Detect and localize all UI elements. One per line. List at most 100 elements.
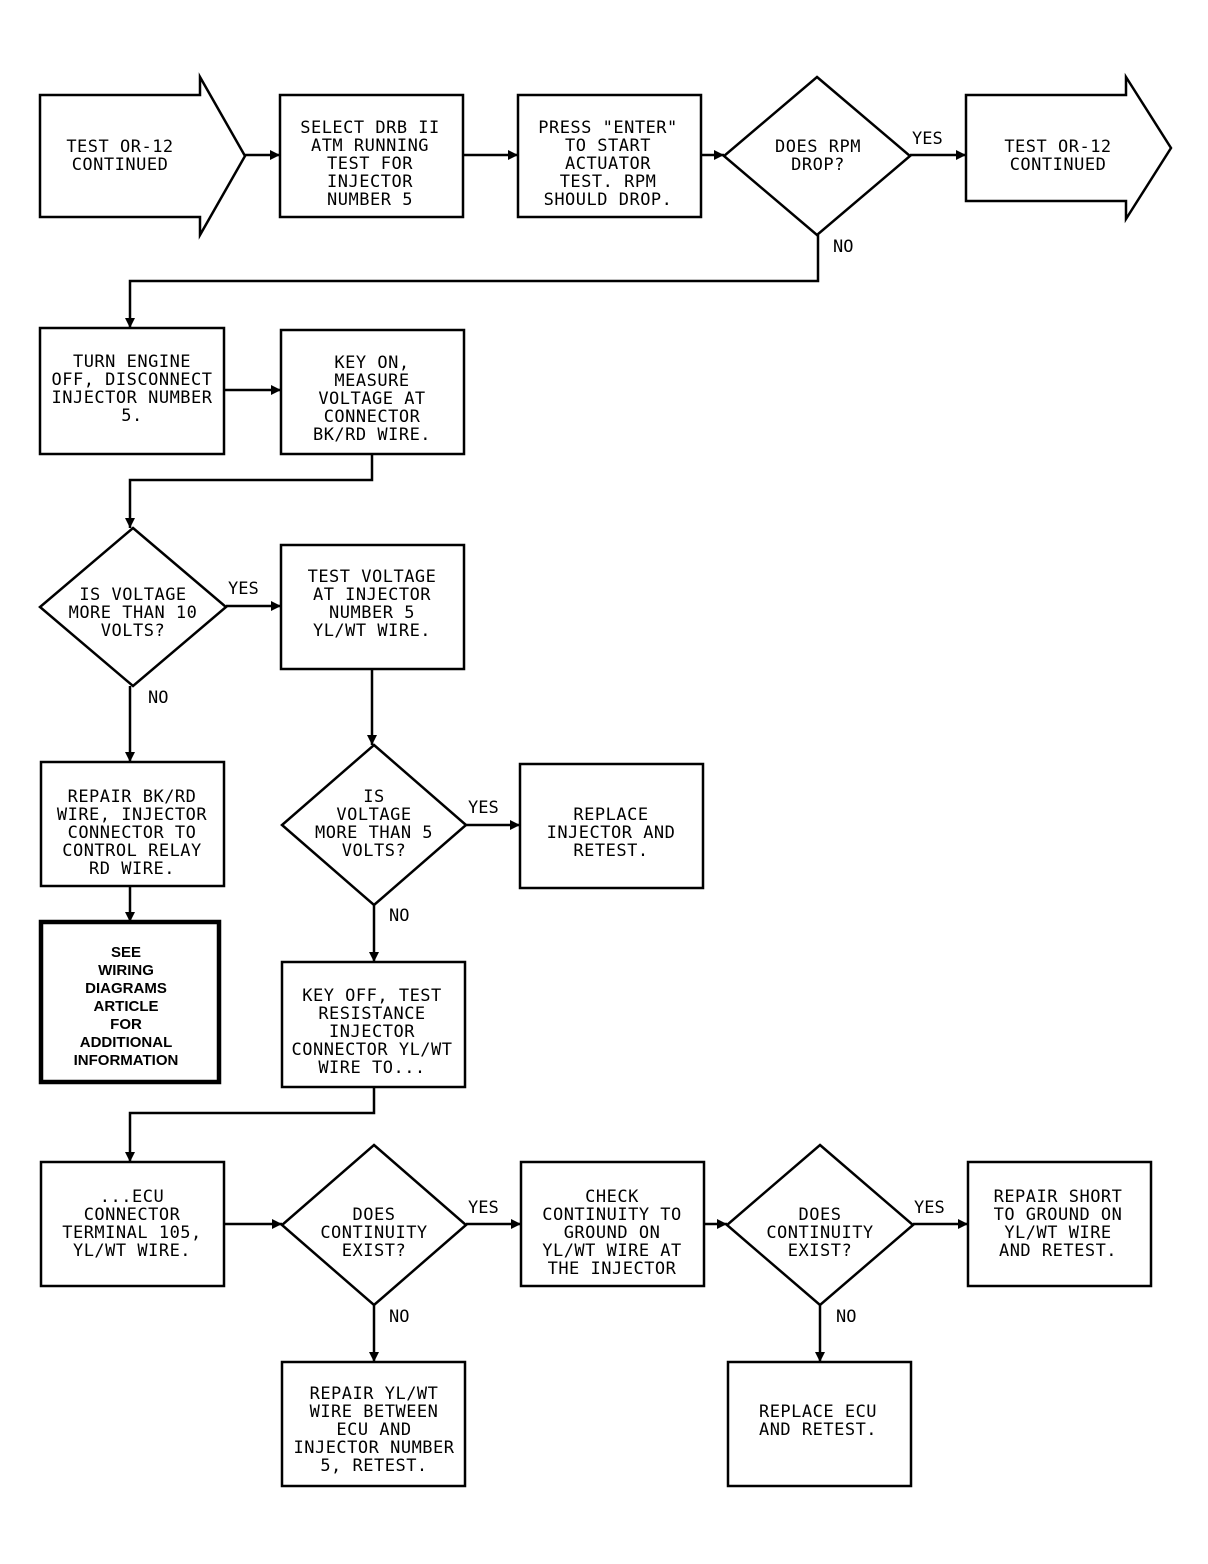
node-replace-injector-line: INJECTOR AND xyxy=(547,823,676,843)
node-continuity-1-line: CONTINUITY xyxy=(320,1223,427,1243)
node-start-continued-line: CONTINUED xyxy=(72,155,169,175)
node-test-voltage-injector-line: YL/WT WIRE. xyxy=(313,621,431,641)
node-key-on-measure-line: MEASURE xyxy=(334,371,409,391)
node-test-voltage-injector-line: TEST VOLTAGE xyxy=(308,567,437,587)
node-check-ground-line: THE INJECTOR xyxy=(548,1259,677,1279)
connector-2-arrowhead xyxy=(508,150,518,160)
node-turn-engine-off-line: INJECTOR NUMBER xyxy=(51,388,212,408)
node-repair-ylwt-line: WIRE BETWEEN xyxy=(310,1402,439,1422)
edge-label-no: NO xyxy=(148,688,168,708)
node-repair-bkrd-line: WIRE, INJECTOR xyxy=(57,805,208,825)
node-key-on-measure xyxy=(279,328,466,456)
node-press-enter-line: ACTUATOR xyxy=(565,154,651,174)
node-see-wiring-line: FOR xyxy=(110,1016,142,1033)
edge-label-yes: YES xyxy=(228,579,259,599)
node-select-drb-line: INJECTOR xyxy=(327,172,413,192)
node-press-enter-line: PRESS "ENTER" xyxy=(538,118,678,138)
node-ecu-connector xyxy=(39,1160,226,1288)
node-see-wiring-line: WIRING xyxy=(98,962,154,979)
connector-15-arrowhead xyxy=(272,1219,282,1229)
node-repair-ylwt-line: REPAIR YL/WT xyxy=(310,1384,439,1404)
connector-17-arrowhead xyxy=(717,1219,727,1229)
connector-1-arrowhead xyxy=(270,150,280,160)
node-voltage-more-10 xyxy=(38,526,228,688)
node-ecu-connector-line: TERMINAL 105, xyxy=(62,1223,202,1243)
node-voltage-more-5-line: MORE THAN 5 xyxy=(315,823,433,843)
flowchart-shapes xyxy=(38,72,1173,1488)
node-press-enter-line: SHOULD DROP. xyxy=(544,190,673,210)
node-end-continued-line: CONTINUED xyxy=(1010,155,1107,175)
node-turn-engine-off-line: OFF, DISCONNECT xyxy=(51,370,212,390)
node-start-continued xyxy=(38,72,247,240)
node-press-enter-line: TEST. RPM xyxy=(560,172,657,192)
edge-label-no: NO xyxy=(836,1307,856,1327)
connector-12-arrowhead xyxy=(125,912,135,922)
node-replace-ecu-line: AND RETEST. xyxy=(759,1420,877,1440)
node-voltage-more-10-line: MORE THAN 10 xyxy=(69,603,198,623)
connector-20-arrowhead xyxy=(815,1352,825,1362)
node-repair-ylwt-line: ECU AND xyxy=(336,1420,411,1440)
node-ecu-connector-line: ...ECU xyxy=(100,1187,164,1207)
connector-14-arrowhead xyxy=(125,1152,135,1162)
node-key-off-resistance-line: WIRE TO... xyxy=(318,1058,425,1078)
connector-11-arrowhead xyxy=(510,820,520,830)
edge-label-yes: YES xyxy=(468,798,499,818)
node-key-off-resistance-line: KEY OFF, TEST xyxy=(302,986,442,1006)
node-key-on-measure-line: BK/RD WIRE. xyxy=(313,425,431,445)
node-test-voltage-injector-line: NUMBER 5 xyxy=(329,603,415,623)
node-continuity-2-line: CONTINUITY xyxy=(766,1223,873,1243)
node-continuity-1-line: EXIST? xyxy=(342,1241,406,1261)
node-check-ground xyxy=(519,1160,706,1288)
node-select-drb xyxy=(278,93,465,219)
node-continuity-2-line: EXIST? xyxy=(788,1241,852,1261)
connector-18-arrowhead xyxy=(958,1219,968,1229)
node-check-ground-line: CHECK xyxy=(585,1187,639,1207)
connector-10-arrowhead xyxy=(367,735,377,745)
node-key-on-measure-line: VOLTAGE AT xyxy=(318,389,425,409)
edge-label-yes: YES xyxy=(468,1198,499,1218)
node-see-wiring xyxy=(38,919,222,1085)
connector-5 xyxy=(128,235,820,328)
node-key-off-resistance-line: RESISTANCE xyxy=(318,1004,425,1024)
node-continuity-1-line: DOES xyxy=(353,1205,396,1225)
node-see-wiring-line: SEE xyxy=(111,944,141,961)
node-select-drb-line: NUMBER 5 xyxy=(327,190,413,210)
node-continuity-2-line: DOES xyxy=(799,1205,842,1225)
connector-5-arrowhead xyxy=(125,318,135,328)
node-select-drb-line: TEST FOR xyxy=(327,154,413,174)
edge-label-no: NO xyxy=(389,1307,409,1327)
edge-label-no: NO xyxy=(389,906,409,926)
node-voltage-more-10-line: VOLTS? xyxy=(101,621,165,641)
node-start-continued-line: TEST OR-12 xyxy=(66,137,173,157)
connector-6-arrowhead xyxy=(271,385,281,395)
node-key-off-resistance-line: CONNECTOR YL/WT xyxy=(291,1040,452,1060)
connector-14 xyxy=(128,1087,376,1162)
node-press-enter-line: TO START xyxy=(565,136,651,156)
node-replace-ecu-line: REPLACE ECU xyxy=(759,1402,877,1422)
node-key-off-resistance xyxy=(280,960,467,1089)
node-repair-bkrd-line: CONNECTOR TO xyxy=(68,823,197,843)
node-end-continued xyxy=(964,72,1173,224)
node-key-on-measure-line: KEY ON, xyxy=(334,353,409,373)
connector-8-arrowhead xyxy=(271,601,281,611)
node-key-on-measure-line: CONNECTOR xyxy=(324,407,421,427)
connector-9-arrowhead xyxy=(125,752,135,762)
node-repair-short-line: REPAIR SHORT xyxy=(994,1187,1123,1207)
node-voltage-more-5-line: VOLTS? xyxy=(342,841,406,861)
connector-16-arrowhead xyxy=(511,1219,521,1229)
